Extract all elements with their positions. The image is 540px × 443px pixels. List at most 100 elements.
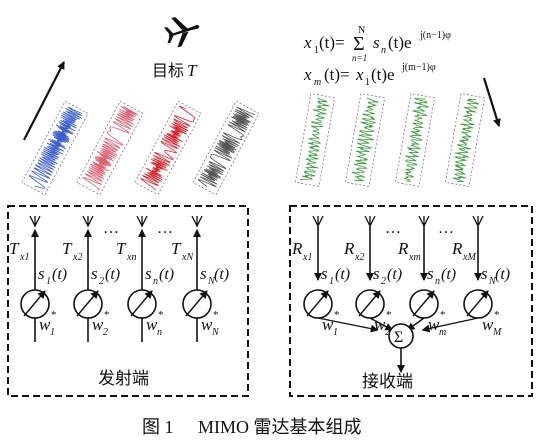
weight-arrow [466,290,489,317]
ellipsis-2: … [438,220,454,237]
antenna-label-sub: x2 [354,252,364,263]
eq2-lhs-sub: m [314,77,321,88]
signal-label: s [321,264,328,283]
waveform-trace [351,97,379,182]
waveform-panel [134,100,202,196]
receiver-box [289,205,533,397]
signal-label: s [427,264,434,283]
antenna-label: T [116,239,127,258]
weight-label-sub: 1 [50,327,55,338]
signal-label-sub: N [488,276,497,287]
eq2-exp: j(m−1)φ [401,62,436,73]
ellipsis-1: … [103,220,119,237]
waveform-panel [294,93,336,187]
signal-label: s [91,264,98,283]
caption-fig-number: 图 1 [142,417,174,437]
antenna-icon [82,215,94,228]
weight-label-sub: 1 [333,327,338,338]
eq1-lhs-sub: 1 [314,45,319,56]
signal-label-sub: 1 [329,276,334,287]
signal-label: s [38,264,45,283]
equation-transmit: x 1 (t)= N Σ n=1 s n (t)e j(n−1)φ [303,25,451,63]
signal-label-arg: (t) [387,266,402,283]
antenna-label: T [62,239,73,258]
waveform-panel [344,93,386,187]
waveform-trace [404,98,429,182]
eq2-lhs: x [303,65,312,84]
antenna-icon [472,215,484,228]
eq2-body-arg: (t)e [371,65,395,84]
receiver-label: 接收端 [362,372,413,392]
antenna-label-sub: xN [181,252,194,263]
weight-arrow [185,290,208,317]
to-summer-line [317,317,379,333]
signal-label-sub: n [435,276,440,287]
eq2-body-sub: 1 [365,77,370,88]
signal-label-arg: (t) [105,266,120,283]
weight-label-sup: * [104,309,110,321]
weight-arrow [306,290,329,317]
receive-direction-arrow [482,77,501,127]
summer-symbol: Σ [394,329,403,346]
antenna-label-sub: x1 [302,252,312,263]
waveform-trace [140,105,196,191]
waveform-panel [444,93,486,187]
eq1-sum-top: N [358,25,365,36]
antenna-label: T [9,239,20,258]
antenna-label-sub: x1 [19,252,29,263]
signal-label-sub: N [207,276,216,287]
weight-label-sub: 2 [385,327,390,338]
eq1-lhs: x [303,33,312,52]
weight-label: w [39,315,51,334]
waveform-trace [452,98,480,183]
signal-label-arg: (t) [214,266,229,283]
eq2-lhs-arg: (t)= [324,65,350,84]
signal-label: s [145,264,152,283]
waveform-trace [28,106,83,189]
antenna-icon [136,215,148,228]
weight-label-sub: 2 [103,327,108,338]
caption-text: MIMO 雷达基本组成 [198,417,362,437]
weight-label: w [374,315,386,334]
antenna-label-sub: xm [408,252,421,263]
weight-arrow [23,290,46,317]
waveform-trace [81,105,139,191]
antenna-icon [312,215,324,228]
antenna-label-sub: x2 [72,252,82,263]
weight-label-sub: M [492,327,502,338]
weight-label: w [201,315,213,334]
weight-label: w [146,315,158,334]
weight-label-sub: m [439,327,446,338]
to-summer-line [421,317,479,333]
transmitter-label: 发射端 [98,369,149,389]
ellipsis-1: … [385,220,401,237]
airplane-icon [164,17,200,48]
signal-label-sub: 2 [99,276,104,287]
antenna-label: R [397,239,409,258]
antenna-label: T [171,239,182,258]
waveform-trace [197,106,256,188]
weight-label-sup: * [213,309,219,321]
transmit-waveforms [21,100,260,196]
weight-label-sup: * [494,309,500,321]
antenna-label: R [291,239,303,258]
signal-label-arg: (t) [495,266,510,283]
weight-label: w [92,315,104,334]
transmitter-box [7,205,249,397]
target-label-var: T [187,61,198,80]
antenna-icon [364,215,376,228]
waveform-panel [21,100,89,196]
signal-label: s [481,264,488,283]
weight-label-sup: * [440,309,446,321]
